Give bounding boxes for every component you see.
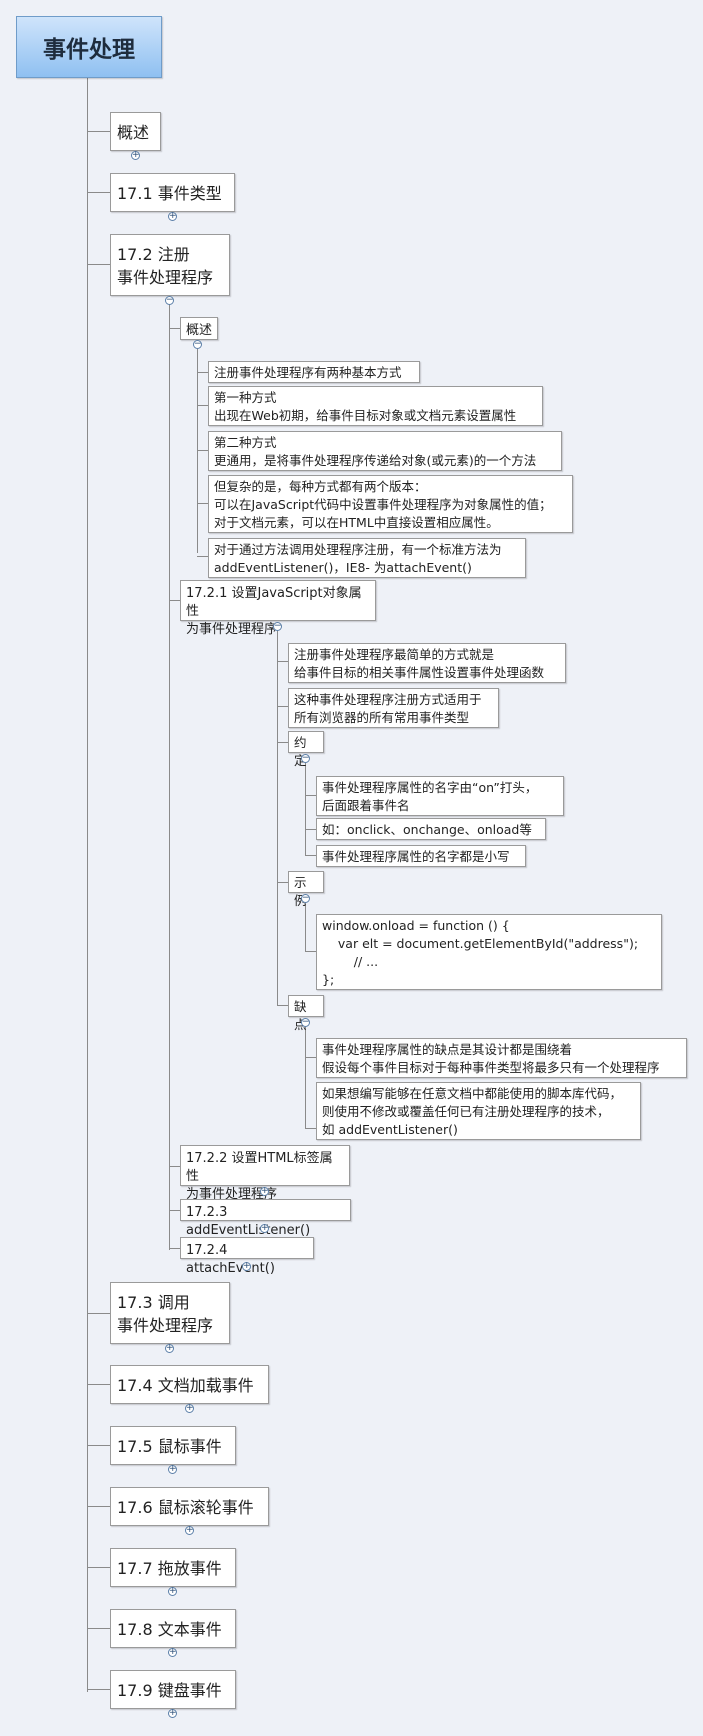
topic-17-1[interactable]: 17.1 事件类型 [110, 173, 235, 212]
expand-toggle-icon[interactable]: + [242, 1261, 251, 1271]
branch-line [87, 1506, 110, 1507]
branch-line [87, 192, 110, 193]
branch-line [197, 556, 208, 557]
branch-line [277, 661, 288, 662]
branch-line [277, 882, 288, 883]
expand-toggle-icon[interactable]: + [168, 1647, 177, 1657]
subtree-line-drawback [305, 1027, 306, 1129]
branch-line [87, 1384, 110, 1385]
branch-line [87, 1567, 110, 1568]
subtree-line-overview [197, 349, 198, 553]
collapse-toggle-icon[interactable]: − [193, 339, 202, 349]
topic-17-9[interactable]: 17.9 键盘事件 [110, 1670, 236, 1709]
expand-toggle-icon[interactable]: + [260, 1186, 269, 1196]
convention-item: 如：onclick、onchange、onload等 [316, 818, 546, 840]
topic-17-6[interactable]: 17.6 鼠标滚轮事件 [110, 1487, 269, 1526]
expand-toggle-icon[interactable]: + [165, 1343, 174, 1353]
branch-line [197, 372, 208, 373]
topic-17-2[interactable]: 17.2 注册 事件处理程序 [110, 234, 230, 296]
branch-line [277, 742, 288, 743]
branch-line [305, 951, 316, 952]
subtree-line-17-2 [169, 304, 170, 1250]
subtopic-17-2-3[interactable]: 17.2.3 addEventListener() [180, 1199, 351, 1238]
branch-line [277, 1005, 288, 1006]
branch-line [169, 1210, 180, 1211]
collapse-toggle-icon[interactable]: − [273, 621, 282, 631]
collapse-toggle-icon[interactable]: − [301, 1017, 310, 1027]
expand-toggle-icon[interactable]: + [185, 1403, 194, 1413]
branch-line [305, 1128, 316, 1129]
branch-line [87, 1313, 110, 1314]
branch-line [169, 600, 180, 601]
branch-line [87, 1445, 110, 1446]
overview-item: 对于通过方法调用处理程序注册，有一个标准方法为 addEventListener… [208, 538, 526, 578]
subtopic-17-2-2[interactable]: 17.2.2 设置HTML标签属性 为事件处理程序 [180, 1145, 350, 1202]
subtree-line-example [305, 904, 306, 952]
branch-line [169, 1166, 180, 1167]
expand-toggle-icon[interactable]: + [131, 150, 140, 160]
expand-toggle-icon[interactable]: + [185, 1525, 194, 1535]
overview-item: 第一种方式 出现在Web初期，给事件目标对象或文档元素设置属性 [208, 386, 543, 426]
topic-17-5[interactable]: 17.5 鼠标事件 [110, 1426, 236, 1465]
branch-line [169, 328, 180, 329]
branch-line [197, 503, 208, 504]
drawback-item: 事件处理程序属性的缺点是其设计都是围绕着 假设每个事件目标对于每种事件类型将最多… [316, 1038, 687, 1078]
topic-overview[interactable]: 概述 [110, 112, 161, 151]
topic-17-8[interactable]: 17.8 文本事件 [110, 1609, 236, 1648]
root-node[interactable]: 事件处理 [16, 16, 162, 78]
branch-line [305, 1057, 316, 1058]
convention-item: 事件处理程序属性的名字由“on”打头， 后面跟着事件名 [316, 776, 564, 816]
expand-toggle-icon[interactable]: + [168, 1464, 177, 1474]
subtree-line-17-2-1 [277, 630, 278, 1005]
js-property-item: 这种事件处理程序注册方式适用于 所有浏览器的所有常用事件类型 [288, 688, 499, 728]
branch-line [305, 829, 316, 830]
overview-item: 注册事件处理程序有两种基本方式 [208, 361, 420, 383]
branch-line [169, 1248, 180, 1249]
branch-line [87, 1689, 110, 1690]
js-property-item: 注册事件处理程序最简单的方式就是 给事件目标的相关事件属性设置事件处理函数 [288, 643, 566, 683]
branch-line [87, 264, 110, 265]
branch-line [305, 855, 316, 856]
collapse-toggle-icon[interactable]: − [165, 295, 174, 305]
trunk-line [87, 70, 88, 1692]
topic-17-7[interactable]: 17.7 拖放事件 [110, 1548, 236, 1587]
overview-item: 第二种方式 更通用，是将事件处理程序传递给对象(或元素)的一个方法 [208, 431, 562, 471]
expand-toggle-icon[interactable]: + [168, 211, 177, 221]
convention-item: 事件处理程序属性的名字都是小写 [316, 845, 526, 867]
branch-line [87, 1628, 110, 1629]
overview-item: 但复杂的是，每种方式都有两个版本： 可以在JavaScript代码中设置事件处理… [208, 475, 573, 533]
topic-17-3[interactable]: 17.3 调用 事件处理程序 [110, 1282, 230, 1344]
expand-toggle-icon[interactable]: + [168, 1708, 177, 1718]
branch-line [277, 706, 288, 707]
branch-line [305, 795, 316, 796]
branch-line [87, 131, 110, 132]
subtree-line-convention [305, 763, 306, 856]
subtopic-example[interactable]: 示例 [288, 871, 324, 908]
subtopic-17-2-1[interactable]: 17.2.1 设置JavaScript对象属性 为事件处理程序 [180, 580, 376, 637]
branch-line [197, 450, 208, 451]
collapse-toggle-icon[interactable]: − [301, 893, 310, 903]
drawback-item: 如果想编写能够在任意文档中都能使用的脚本库代码， 则使用不修改或覆盖任何已有注册… [316, 1082, 641, 1140]
example-code-block: window.onload = function () { var elt = … [316, 914, 662, 990]
branch-line [197, 405, 208, 406]
collapse-toggle-icon[interactable]: − [301, 753, 310, 763]
expand-toggle-icon[interactable]: + [168, 1586, 177, 1596]
subtopic-drawback[interactable]: 缺点 [288, 995, 324, 1032]
subtopic-overview[interactable]: 概述 [180, 317, 218, 340]
expand-toggle-icon[interactable]: + [260, 1223, 269, 1233]
subtopic-convention[interactable]: 约定 [288, 731, 324, 768]
topic-17-4[interactable]: 17.4 文档加载事件 [110, 1365, 269, 1404]
subtopic-17-2-4[interactable]: 17.2.4 attachEvent() [180, 1237, 314, 1276]
